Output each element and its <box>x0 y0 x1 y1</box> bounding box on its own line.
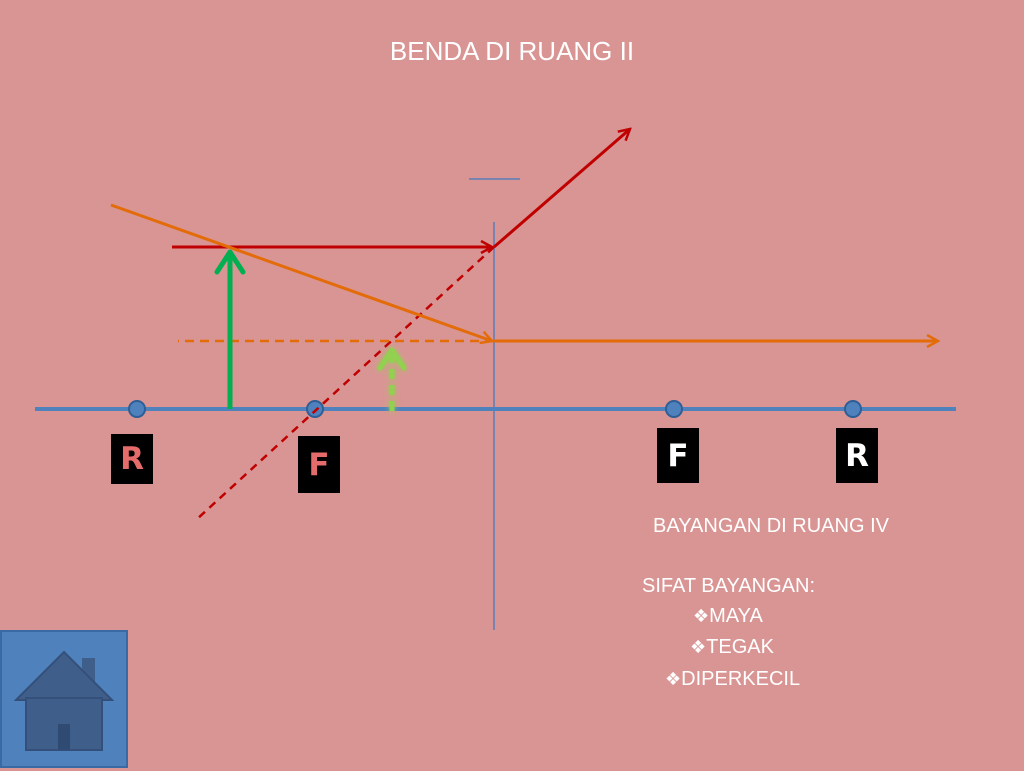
point-f-right <box>665 400 683 418</box>
ray-parallel-reflected <box>493 129 630 249</box>
properties-heading: SIFAT BAYANGAN: <box>642 575 816 597</box>
image-location-text: BAYANGAN DI RUANG IV <box>653 515 889 537</box>
diamond-bullet-icon: ❖ <box>693 606 710 627</box>
point-r-left <box>128 400 146 418</box>
point-f-left <box>306 400 324 418</box>
image-arrow <box>377 347 407 411</box>
ray-focal-incident <box>110 203 492 341</box>
home-button[interactable] <box>0 630 128 768</box>
home-icon <box>13 650 115 751</box>
page-title: BENDA DI RUANG II <box>389 36 635 66</box>
point-r-right <box>844 400 862 418</box>
diamond-bullet-icon: ❖ <box>690 637 707 658</box>
property-item: ❖TEGAK <box>690 636 774 658</box>
diamond-bullet-icon: ❖ <box>665 669 682 690</box>
property-item: ❖DIPERKECIL <box>665 668 801 690</box>
property-item: ❖MAYA <box>693 605 763 627</box>
label-r-right: R <box>836 428 878 483</box>
label-r-left: R <box>111 434 153 484</box>
label-f-left: F <box>298 436 340 493</box>
label-f-right: F <box>657 428 699 483</box>
ray-parallel-extension <box>195 246 495 521</box>
object-arrow-head <box>214 249 246 275</box>
